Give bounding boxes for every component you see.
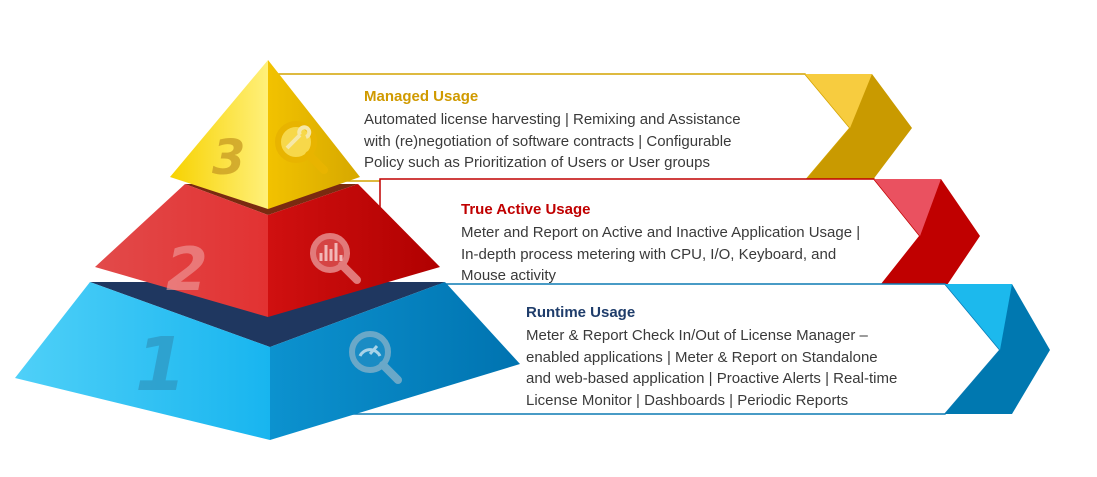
tier-3-description: Automated license harvesting | Remixing …	[364, 109, 741, 174]
tier-3-title: Managed Usage	[364, 88, 479, 105]
tier-1-title: Runtime Usage	[526, 304, 636, 321]
banner-managed-usage	[269, 73, 912, 182]
tier-3-text: Managed Usage Automated license harvesti…	[364, 88, 741, 174]
tier-2-line: In-depth process metering with CPU, I/O,…	[461, 245, 837, 263]
tier-1-line: License Monitor | Dashboards | Periodic …	[526, 391, 849, 409]
tier-1-line: enabled applications | Meter & Report on…	[526, 348, 878, 366]
wrench-magnifier-icon	[275, 121, 328, 174]
banner-true-active-usage	[379, 178, 980, 295]
tier-number-3: 3	[212, 130, 245, 186]
gauge-magnifier-icon	[349, 331, 402, 384]
tier-1-description: Meter & Report Check In/Out of License M…	[526, 325, 897, 411]
tier-3-line: with (re)negotiation of software contrac…	[364, 132, 732, 150]
equalizer-magnifier-icon	[310, 233, 361, 284]
tier-1-line: Meter & Report Check In/Out of License M…	[526, 327, 868, 344]
tier-1-line: and web-based application | Proactive Al…	[526, 370, 898, 387]
tier-3-line: Automated license harvesting | Remixing …	[364, 111, 741, 128]
tier-number-1: 1	[135, 322, 187, 408]
tier-2-text: True Active Usage Meter and Report on Ac…	[461, 201, 860, 287]
tier-number-2: 2	[166, 235, 208, 305]
tier-2-line: Meter and Report on Active and Inactive …	[461, 224, 861, 241]
tier-2-line: Mouse activity	[461, 267, 557, 284]
banner-arrow-1	[945, 284, 1050, 414]
tier-3-line: Policy such as Prioritization of Users o…	[364, 154, 710, 171]
tier-2-description: Meter and Report on Active and Inactive …	[461, 222, 860, 287]
tier-1-text: Runtime Usage Meter & Report Check In/Ou…	[526, 304, 897, 411]
tier-2-title: True Active Usage	[461, 201, 591, 218]
